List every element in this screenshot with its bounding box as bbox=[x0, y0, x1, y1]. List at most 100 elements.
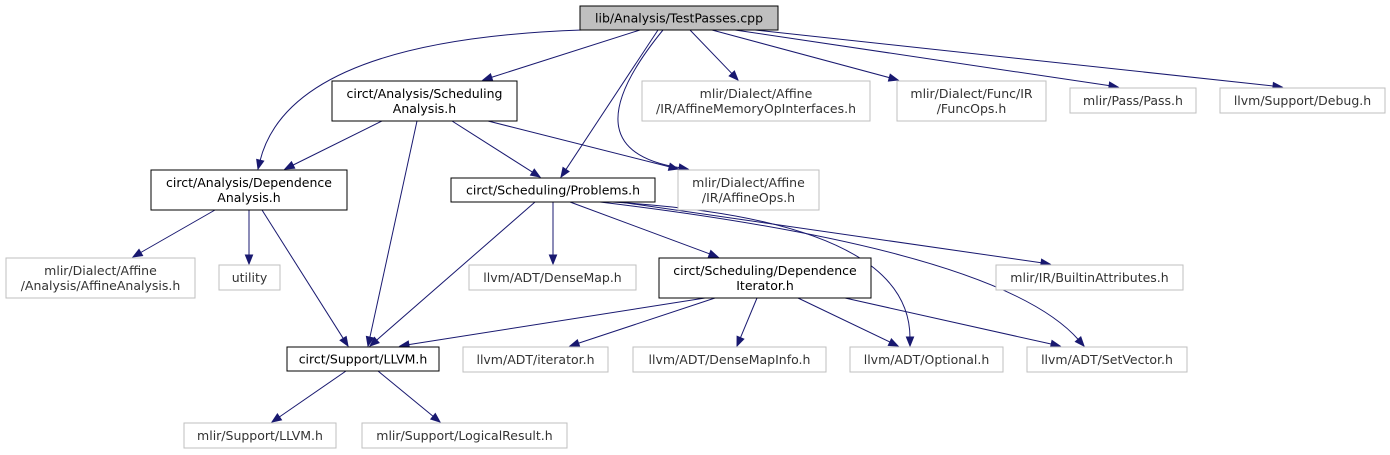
node-box bbox=[286, 346, 440, 372]
arrowhead-icon bbox=[481, 72, 494, 82]
node-label-line: llvm/ADT/DenseMapInfo.h bbox=[649, 352, 811, 367]
node-label-line: circt/Scheduling/Dependence bbox=[673, 263, 857, 278]
arrowhead-icon bbox=[728, 70, 739, 81]
node-label-line: mlir/Dialect/Affine bbox=[700, 86, 813, 101]
edge-scheduling-analysis-to-circt-llvm bbox=[365, 120, 418, 348]
arrowhead-icon bbox=[707, 249, 720, 258]
node-label-line: mlir/Dialect/Affine bbox=[44, 263, 157, 278]
edge-problems-to-dep-iterator bbox=[569, 201, 720, 258]
edge-line bbox=[734, 29, 1111, 87]
arrowhead-icon bbox=[244, 254, 254, 266]
node-llvm-adt-densemapinfo-h: llvm/ADT/DenseMapInfo.h bbox=[632, 346, 827, 373]
edge-line bbox=[369, 120, 418, 339]
edge-line bbox=[278, 370, 347, 418]
node-mlir-affine-memoryopinterfaces-h: mlir/Dialect/Affine/IR/AffineMemoryOpInt… bbox=[641, 80, 871, 122]
edge-line bbox=[451, 120, 534, 174]
arrowhead-icon bbox=[131, 248, 144, 258]
arrowhead-icon bbox=[270, 413, 283, 423]
edge-line bbox=[564, 29, 659, 171]
node-box bbox=[331, 80, 518, 122]
arrowhead-icon bbox=[568, 338, 581, 348]
node-box bbox=[1026, 346, 1188, 373]
edge-line bbox=[739, 297, 758, 339]
node-box bbox=[658, 257, 872, 299]
arrowhead-icon bbox=[548, 254, 558, 266]
node-box bbox=[632, 346, 827, 373]
node-mlir-pass-pass-h: mlir/Pass/Pass.h bbox=[1069, 87, 1197, 114]
node-box bbox=[1069, 87, 1197, 114]
node-mlir-affine-affineops-h: mlir/Dialect/Affine/IR/AffineOps.h bbox=[677, 169, 820, 211]
node-mlir-ir-builtinattributes-h: mlir/IR/BuiltinAttributes.h bbox=[995, 264, 1184, 291]
edge-dep-analysis-to-utility bbox=[244, 210, 254, 266]
node-box bbox=[218, 264, 281, 291]
node-box bbox=[1219, 87, 1386, 114]
edge-testpasses-to-affine-mem bbox=[689, 29, 739, 81]
node-mlir-func-funcops-h: mlir/Dialect/Func/IR/FuncOps.h bbox=[896, 80, 1047, 122]
arrowhead-icon bbox=[667, 162, 680, 171]
node-label-line: llvm/Support/Debug.h bbox=[1234, 93, 1371, 108]
node-circt-support-llvm-h[interactable]: circt/Support/LLVM.h bbox=[286, 346, 440, 372]
node-label-line: llvm/ADT/DenseMap.h bbox=[483, 270, 621, 285]
arrowhead-icon bbox=[1074, 336, 1085, 348]
edge-line bbox=[139, 209, 216, 254]
edge-testpasses-to-dep-analysis bbox=[256, 29, 583, 171]
node-box bbox=[896, 80, 1047, 122]
arrowhead-icon bbox=[887, 73, 900, 82]
edge-scheduling-analysis-to-affineops bbox=[487, 120, 680, 171]
arrowhead-icon bbox=[560, 166, 570, 179]
edge-line bbox=[407, 297, 706, 346]
node-llvm-adt-densemap-h: llvm/ADT/DenseMap.h bbox=[468, 264, 637, 291]
node-label-line: mlir/IR/BuiltinAttributes.h bbox=[1010, 270, 1168, 285]
node-label-line: Iterator.h bbox=[736, 278, 794, 293]
edge-dep-iterator-to-optional bbox=[797, 297, 900, 347]
node-llvm-adt-setvector-h: llvm/ADT/SetVector.h bbox=[1026, 346, 1188, 373]
edge-scheduling-analysis-to-problems bbox=[451, 120, 542, 178]
edge-problems-to-densemap bbox=[548, 202, 558, 266]
node-label-line: llvm/ADT/Optional.h bbox=[864, 352, 990, 367]
node-box bbox=[641, 80, 871, 122]
node-label-line: mlir/Dialect/Func/IR bbox=[910, 86, 1033, 101]
edge-line bbox=[377, 370, 435, 418]
edge-line bbox=[259, 29, 583, 162]
node-mlir-support-logicalresult-h: mlir/Support/LogicalResult.h bbox=[361, 422, 568, 449]
edge-testpasses-to-problems bbox=[560, 29, 659, 179]
node-label-line: utility bbox=[232, 270, 268, 285]
node-box bbox=[183, 422, 337, 449]
node-utility: utility bbox=[218, 264, 281, 291]
node-mlir-affine-affineanalysis-h: mlir/Dialect/Affine/Analysis/AffineAnaly… bbox=[5, 257, 196, 299]
edge-testpasses-to-scheduling-analysis bbox=[481, 29, 641, 82]
node-label-line: mlir/Pass/Pass.h bbox=[1083, 93, 1183, 108]
edge-line bbox=[490, 29, 641, 79]
node-label-line: circt/Scheduling/Problems.h bbox=[466, 183, 640, 198]
arrowhead-icon bbox=[905, 336, 915, 348]
arrowhead-icon bbox=[529, 168, 542, 178]
node-testpasses-cpp[interactable]: lib/Analysis/TestPasses.cpp bbox=[579, 5, 779, 31]
edge-line bbox=[711, 29, 891, 79]
edge-circt-llvm-to-mlir-llvm bbox=[270, 370, 347, 423]
edge-line bbox=[291, 120, 383, 166]
node-box bbox=[995, 264, 1184, 291]
node-box bbox=[849, 346, 1004, 373]
edge-testpasses-to-pass bbox=[734, 29, 1120, 90]
node-label-line: Analysis.h bbox=[217, 190, 280, 205]
node-label-line: /Analysis/AffineAnalysis.h bbox=[21, 278, 181, 293]
nodes-layer: lib/Analysis/TestPasses.cpp circt/Analysi… bbox=[5, 5, 1386, 449]
edge-dep-iterator-to-circt-llvm bbox=[398, 297, 706, 349]
edge-line bbox=[375, 201, 536, 342]
arrowhead-icon bbox=[365, 335, 375, 348]
node-box bbox=[468, 264, 637, 291]
node-label-line: Analysis.h bbox=[393, 101, 456, 116]
edge-line bbox=[689, 29, 733, 75]
edge-line bbox=[569, 201, 711, 255]
node-label-line: /IR/AffineMemoryOpInterfaces.h bbox=[656, 101, 856, 116]
node-circt-scheduling-problems-h[interactable]: circt/Scheduling/Problems.h bbox=[450, 177, 656, 203]
arrowhead-icon bbox=[256, 158, 265, 171]
node-label-line: circt/Analysis/Scheduling bbox=[347, 86, 503, 101]
node-llvm-adt-iterator-h: llvm/ADT/iterator.h bbox=[462, 346, 609, 373]
edge-testpasses-to-funcops bbox=[711, 29, 900, 82]
edge-circt-llvm-to-logicalresult bbox=[377, 370, 442, 423]
